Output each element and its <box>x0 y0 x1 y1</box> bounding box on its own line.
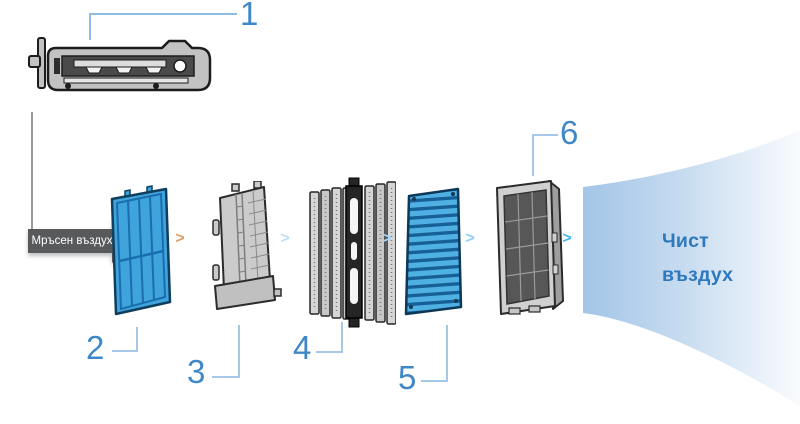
leader-line-3 <box>212 325 240 378</box>
callout-number-1: 1 <box>240 0 259 32</box>
dirty-air-label: Мръсен въздух <box>31 235 113 247</box>
flow-arrow-5: > <box>562 230 572 247</box>
flow-arrow-4: > <box>465 230 475 247</box>
flow-arrow-3: > <box>382 230 392 247</box>
dirty-air-arrow <box>28 219 136 263</box>
funnel-shape <box>583 130 800 406</box>
component-1-tray-illustration <box>28 37 212 92</box>
duct-line <box>31 112 33 229</box>
component-5-pleated-filter-illustration <box>404 187 463 316</box>
flow-arrow-1: > <box>175 230 185 247</box>
callout-number-5: 5 <box>398 359 417 396</box>
flow-arrow-2: > <box>280 230 290 247</box>
leader-line-2 <box>112 327 138 352</box>
component-2-blue-filter-illustration <box>110 185 172 316</box>
clean-air-label: Чист въздух <box>662 224 733 292</box>
callout-number-2: 2 <box>86 329 105 366</box>
component-3-frame-illustration <box>212 181 282 310</box>
center-bracket <box>345 177 363 328</box>
callout-number-4: 4 <box>293 329 312 366</box>
clean-air-line1: Чист <box>662 230 709 252</box>
clean-air-funnel <box>583 130 800 406</box>
callout-number-6: 6 <box>560 114 579 151</box>
clean-air-line2: въздух <box>662 264 734 286</box>
component-4-slat-filter-illustration <box>309 177 396 328</box>
leader-line-5 <box>421 325 448 382</box>
leader-line-6 <box>532 134 558 176</box>
component-6-mesh-filter-illustration <box>496 180 564 315</box>
callout-number-3: 3 <box>187 353 206 390</box>
